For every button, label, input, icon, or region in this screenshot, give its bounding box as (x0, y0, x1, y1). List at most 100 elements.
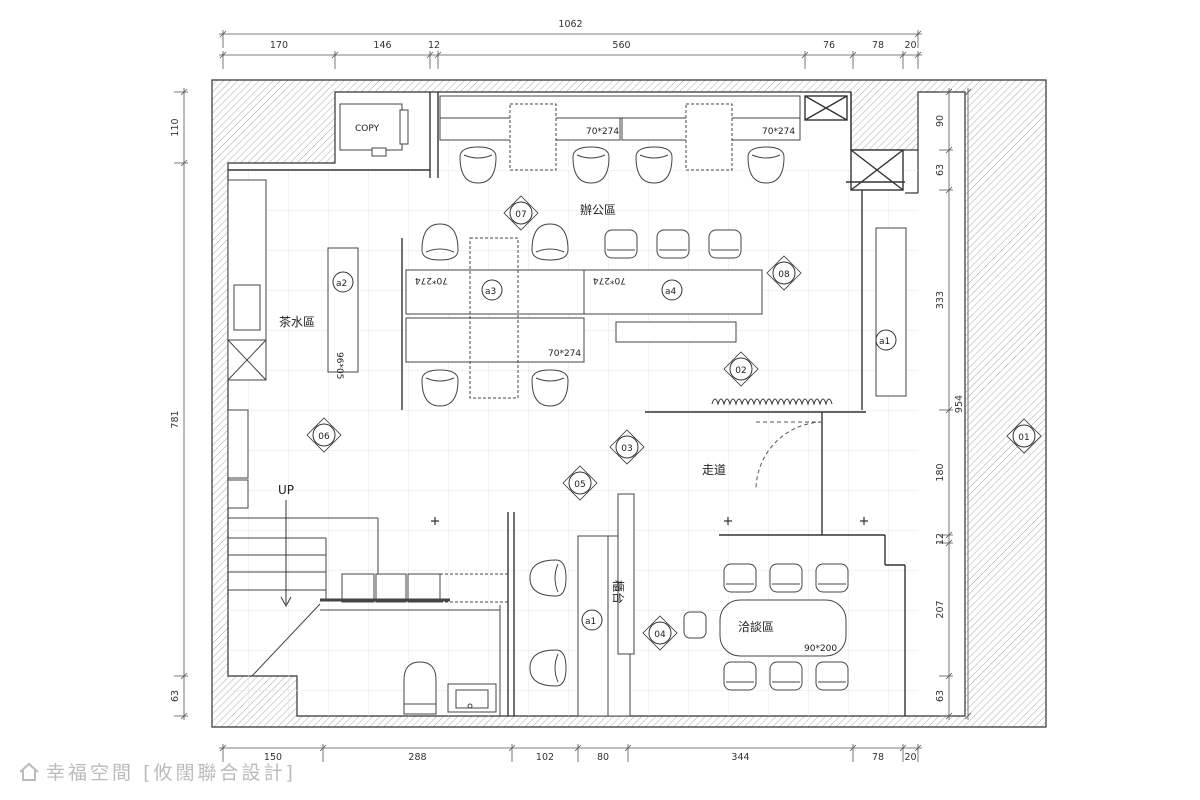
chair-icon (421, 223, 459, 261)
brand-name: 幸福空間 (46, 762, 135, 784)
stair-arrow-head (280, 596, 292, 608)
top-desks (439, 95, 801, 171)
view-marker-label: 08 (778, 270, 790, 280)
view-marker-label: 02 (735, 366, 746, 376)
tag-a4: a4 (665, 287, 677, 297)
tag-a3: a3 (485, 287, 496, 297)
desk-size-label-5: 70*274 (548, 349, 581, 359)
chair-icon (529, 559, 567, 597)
dimension-label: 170 (270, 40, 288, 51)
meeting-area-label: 洽談區 (738, 619, 774, 634)
dimension-label: 78 (872, 40, 884, 51)
view-marker-02: 02 (723, 351, 759, 387)
chair-icon (459, 146, 497, 184)
desk-size-label-3: 70*274 (415, 275, 448, 285)
view-marker-label: 05 (574, 480, 585, 490)
door-swing (755, 421, 823, 491)
stool-icon (604, 229, 638, 259)
up-label: UP (278, 483, 294, 497)
dimension-label: 344 (731, 752, 749, 763)
dimension-label: 954 (954, 395, 965, 413)
dimension-label: 1062 (558, 19, 582, 30)
copy-label: COPY (355, 124, 380, 134)
brand-credit: [攸闊聯合設計] (143, 762, 296, 784)
dimension-label: 20 (904, 40, 916, 51)
dimension-label: 20 (904, 752, 916, 763)
tea-table-a2 (327, 247, 359, 373)
tag-a1-right: a1 (879, 337, 890, 347)
cabinet-a1-right (875, 227, 907, 397)
dimension-label: 560 (612, 40, 630, 51)
tea-size-label: 96*05 (334, 352, 344, 379)
view-marker-06: 06 (306, 417, 342, 453)
chair-icon (635, 146, 673, 184)
stool-icon (769, 563, 803, 593)
copier (339, 103, 409, 157)
interior-walls (228, 92, 906, 716)
stool-icon (769, 661, 803, 691)
desk-size-label-2: 70*274 (762, 127, 795, 137)
sink (447, 683, 497, 713)
dimension-lines (174, 30, 972, 762)
stool-icon (815, 661, 849, 691)
stool-icon (815, 563, 849, 593)
counter-label: 櫃台 (611, 580, 626, 604)
staircase (228, 517, 510, 716)
reception-counter (577, 493, 635, 717)
stool-icon (723, 661, 757, 691)
stool-icon (723, 563, 757, 593)
toilet (403, 661, 437, 715)
center-desks (405, 237, 763, 399)
view-marker-08: 08 (766, 255, 802, 291)
chair-icon (531, 369, 569, 407)
dimension-label: 781 (170, 410, 181, 428)
tea-cabinets (227, 179, 267, 509)
view-marker-label: 07 (515, 210, 526, 220)
dimension-label: 333 (935, 291, 946, 309)
dimension-label: 207 (935, 600, 946, 618)
dimension-label: 180 (935, 463, 946, 481)
view-marker-05: 05 (562, 465, 598, 501)
chair-icon (747, 146, 785, 184)
side-chair-icon (683, 611, 707, 639)
desk-size-label-4: 70*274 (593, 275, 626, 285)
chair-icon (421, 369, 459, 407)
ceiling-marks (431, 517, 868, 525)
dimension-label: 12 (428, 40, 440, 51)
view-marker-07: 07 (503, 195, 539, 231)
dimension-label: 90 (935, 115, 946, 127)
watermark: 幸福空間 [攸闊聯合設計] (18, 758, 296, 785)
dimension-label: 76 (823, 40, 835, 51)
view-marker-04: 04 (642, 615, 678, 651)
chair-icon (531, 223, 569, 261)
corridor-label: 走道 (702, 463, 726, 477)
office-area-label: 辦公區 (580, 203, 616, 217)
dimension-label: 63 (935, 164, 946, 176)
dimension-label: 146 (373, 40, 391, 51)
view-marker-03: 03 (609, 429, 645, 465)
radiator (711, 398, 833, 406)
chair-icon (529, 649, 567, 687)
dimension-label: 78 (872, 752, 884, 763)
chairs (421, 146, 849, 691)
view-marker-label: 06 (318, 432, 330, 442)
dimension-label: 63 (935, 690, 946, 702)
stool-icon (656, 229, 690, 259)
house-icon (19, 762, 39, 781)
view-marker-label: 03 (621, 444, 632, 454)
meeting-size-label: 90*200 (804, 644, 837, 654)
tag-a2: a2 (336, 279, 347, 289)
dimension-label: 110 (170, 118, 181, 136)
view-marker-01: 01 (1006, 418, 1042, 454)
chair-icon (572, 146, 610, 184)
stool-icon (708, 229, 742, 259)
dimension-label: 63 (170, 690, 181, 702)
dimension-label: 12 (935, 533, 946, 545)
view-marker-label: 01 (1018, 433, 1029, 443)
tea-area-label: 茶水區 (279, 314, 315, 329)
dimension-label: 150 (264, 752, 282, 763)
desk-size-label-1: 70*274 (586, 127, 619, 137)
tag-a1-counter: a1 (585, 617, 596, 627)
dimension-label: 288 (408, 752, 426, 763)
